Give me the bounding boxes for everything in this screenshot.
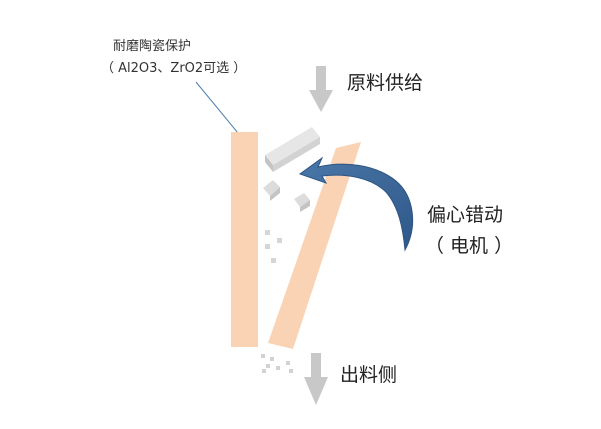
discharge-arrow-icon (304, 353, 328, 405)
material-medium-chunk (294, 193, 310, 212)
eccentric-motion-label: 偏心错动 (427, 204, 504, 226)
discharge-side-label: 出料侧 (340, 364, 398, 386)
leader-line (195, 81, 239, 134)
curved-arrow-icon (298, 156, 414, 252)
material-medium-chunk (263, 180, 280, 201)
ceramic-protection-label: 耐磨陶瓷保护 (113, 39, 192, 54)
motor-label: （ 电机 ） (425, 235, 514, 257)
feed-supply-label: 原料供给 (347, 72, 424, 94)
material-tiny-particles (261, 354, 293, 373)
ceramic-material-label: （ Al2O3、ZrO2可选 ） (101, 61, 247, 76)
material-large-block (265, 127, 320, 172)
material-small-fragments (265, 230, 282, 263)
feed-arrow-icon (309, 66, 333, 112)
fixed-jaw-plate (231, 132, 258, 347)
moving-jaw-plate (268, 142, 361, 349)
